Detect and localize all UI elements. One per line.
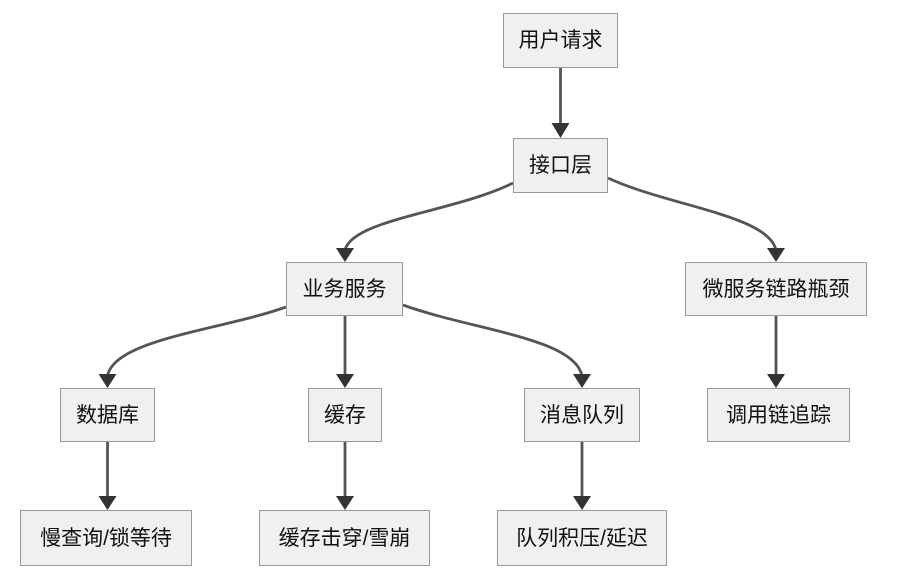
node-interface-layer: 接口层 (513, 138, 608, 193)
node-cache: 缓存 (308, 388, 382, 442)
arrowhead-interface-layer (551, 123, 570, 138)
node-user-request: 用户请求 (503, 13, 618, 68)
arrowhead-message-queue (573, 374, 591, 388)
node-cache-breakdown-avalanche: 缓存击穿/雪崩 (259, 510, 430, 566)
edge-business-service-to-database (106, 305, 287, 377)
node-call-chain-tracing: 调用链追踪 (707, 388, 850, 442)
arrowhead-call-chain-tracing (767, 374, 785, 388)
arrowhead-database (98, 374, 117, 388)
arrowhead-queue-backlog (573, 496, 591, 510)
node-message-queue: 消息队列 (524, 388, 640, 442)
node-microservice-bottleneck: 微服务链路瓶颈 (685, 262, 867, 316)
node-business-service: 业务服务 (286, 262, 403, 316)
node-queue-backlog-delay: 队列积压/延迟 (497, 510, 667, 566)
edge-interface-layer-to-microservice-bottleneck (607, 176, 778, 251)
arrowhead-microservice-bottleneck (767, 248, 785, 262)
arrowhead-slow-query (98, 496, 117, 510)
edge-business-service-to-message-queue (402, 303, 584, 377)
edge-interface-layer-to-business-service (343, 181, 514, 251)
arrowhead-cache-breakdown (336, 496, 354, 510)
arrowhead-cache (336, 374, 354, 388)
arrowhead-business-service (336, 248, 354, 262)
node-slow-query-lock-wait: 慢查询/锁等待 (20, 510, 192, 566)
node-database: 数据库 (60, 388, 155, 442)
